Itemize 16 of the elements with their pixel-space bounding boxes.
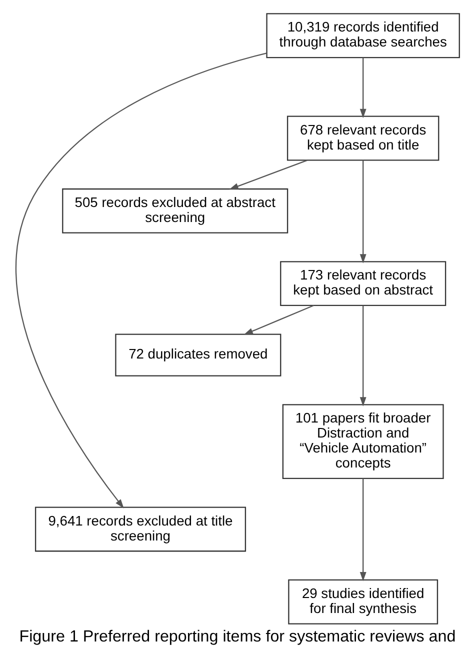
arrow xyxy=(228,159,307,190)
node-box: 505 records excluded at abstract screening xyxy=(62,188,288,233)
node-box: 9,641 records excluded at title screening xyxy=(34,506,246,552)
arrow xyxy=(243,304,314,334)
caption: Figure 1 Preferred reporting items for systematic reviews and xyxy=(18,626,456,645)
node-box: 10,319 records identified through database searches xyxy=(266,12,460,58)
node-box: 173 relevant records kept based on abstract xyxy=(280,260,446,306)
arrow xyxy=(359,57,366,118)
node-box: 678 relevant records kept based on title xyxy=(286,115,439,160)
arrow xyxy=(359,160,366,263)
arrow xyxy=(15,52,266,508)
node-box: 29 studies identified for final synthesis xyxy=(288,578,438,624)
node-box: 72 duplicates removed xyxy=(114,333,281,376)
arrow xyxy=(359,305,366,406)
node-box: 101 papers fit broader Distraction and “Vehicle Automation” concepts xyxy=(282,404,444,479)
arrow xyxy=(359,478,366,581)
